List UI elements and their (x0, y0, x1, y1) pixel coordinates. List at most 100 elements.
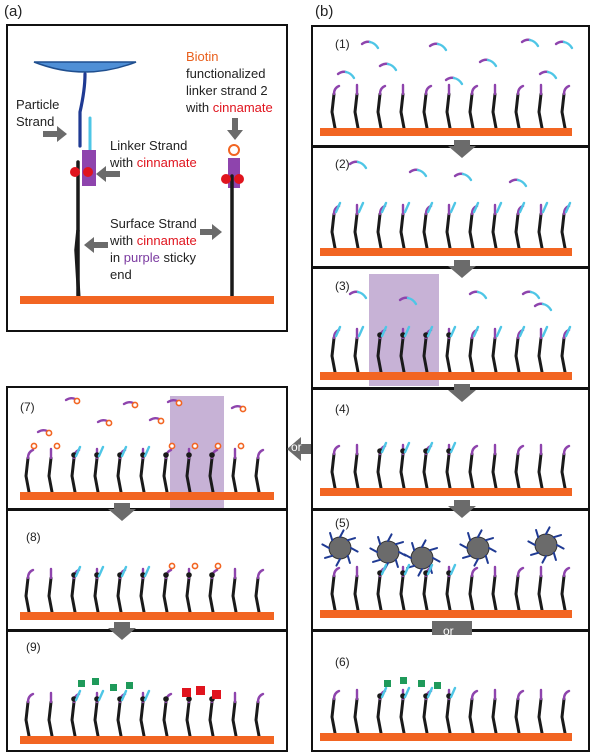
surface-strand (353, 574, 360, 612)
free-linker-cyan (356, 160, 368, 170)
sticky-end (470, 689, 479, 701)
sticky-end (470, 444, 479, 456)
step-label-9: (9) (26, 640, 41, 654)
surface-strand (445, 212, 452, 250)
free-linker-purple (336, 70, 348, 76)
step-label-6: (6) (335, 655, 350, 669)
cinnamate-x-icon (70, 167, 80, 177)
step-label-5: (5) (335, 516, 350, 530)
sticky-end (332, 444, 341, 456)
biotin-icon (228, 144, 240, 156)
surface-strand (491, 697, 498, 735)
surface-strand (560, 92, 567, 130)
surface-strand (254, 700, 261, 738)
linker-strand (518, 325, 526, 338)
particle-strand (428, 547, 439, 552)
particle-strand (346, 537, 357, 542)
biotin-icon (105, 419, 113, 427)
surface-strand (514, 574, 521, 612)
panel-step-9 (6, 630, 288, 752)
free-linker-purple (533, 302, 545, 308)
surface-strand (445, 92, 452, 130)
free-linker-purple (348, 160, 360, 166)
cinnamate-dot (163, 452, 169, 458)
particle-strand (346, 554, 351, 565)
green-tag-icon (384, 680, 391, 687)
free-linker-purple (166, 399, 179, 404)
surface-strand (491, 92, 498, 130)
linker-strand (97, 445, 105, 458)
particle-strand (556, 544, 565, 550)
surface-strand (162, 576, 169, 614)
surface-strand (330, 92, 337, 130)
linker-strand (449, 686, 457, 699)
free-linker-purple (468, 290, 480, 296)
sticky-end (470, 566, 479, 578)
particle-strand (541, 555, 547, 564)
particle-strand (484, 554, 489, 565)
step-label-7: (7) (20, 400, 35, 414)
free-linker-purple (554, 40, 566, 46)
surface-strand (330, 574, 337, 612)
particle-strand (371, 558, 382, 563)
linker-strand (564, 325, 572, 338)
surface-strand (445, 697, 452, 735)
surface-strand (445, 574, 452, 612)
biotin-icon (239, 405, 247, 413)
surface-strand (376, 574, 383, 612)
sticky-end (256, 448, 265, 460)
surface-strand (139, 700, 146, 738)
sticky-end (516, 566, 525, 578)
free-linker-purple (538, 70, 550, 76)
surface-strand (93, 456, 100, 494)
green-tag-icon (418, 680, 425, 687)
free-linker-cyan (541, 302, 553, 312)
surface-strand-label: Surface Strand with cinnamate in purple … (110, 216, 197, 282)
free-linker-purple (122, 401, 135, 406)
surface-strand (47, 700, 54, 738)
biotin-icon (45, 429, 53, 437)
free-linker-purple (428, 42, 440, 48)
surface-8 (20, 612, 274, 620)
pointer-arrow (43, 126, 67, 142)
cinnamate-x-icon (234, 174, 244, 184)
linker-strand (334, 201, 342, 214)
surface-strand (231, 456, 238, 494)
particle-strand (78, 72, 87, 148)
surface-strand (537, 697, 544, 735)
pointer-arrow (96, 166, 120, 182)
surface-strand (185, 456, 192, 494)
green-tag-icon (110, 684, 117, 691)
surface-strand (254, 576, 261, 614)
surface-strand (468, 574, 475, 612)
surface-strand (537, 452, 544, 490)
surface-strand (231, 576, 238, 614)
cinnamate-dot (209, 572, 215, 578)
surface-4 (320, 488, 572, 496)
linker-strand (380, 201, 388, 214)
free-linker-cyan (546, 70, 558, 80)
surface-strand (560, 452, 567, 490)
cinnamate-x-icon (221, 174, 231, 184)
or-label-bottom: or (443, 624, 454, 638)
free-linker-purple (478, 58, 490, 64)
cinnamate-x-icon (83, 167, 93, 177)
sticky-end (470, 84, 479, 96)
particle-strand (459, 543, 468, 549)
sticky-end (562, 689, 571, 701)
green-tag-icon (92, 678, 99, 685)
surface-strand (208, 700, 215, 738)
surface-strand (70, 576, 77, 614)
linker-strand (449, 563, 457, 576)
surface-strand (468, 212, 475, 250)
surface-strand (162, 700, 169, 738)
surface-strand (399, 452, 406, 490)
biotin-icon (237, 442, 245, 450)
surface-strand (231, 700, 238, 738)
linker-strand (426, 441, 434, 454)
linker-strand (518, 201, 526, 214)
linker-strand (357, 201, 365, 214)
free-linker-purple (64, 397, 77, 402)
linker-strand (120, 445, 128, 458)
surface-strand (330, 336, 337, 374)
